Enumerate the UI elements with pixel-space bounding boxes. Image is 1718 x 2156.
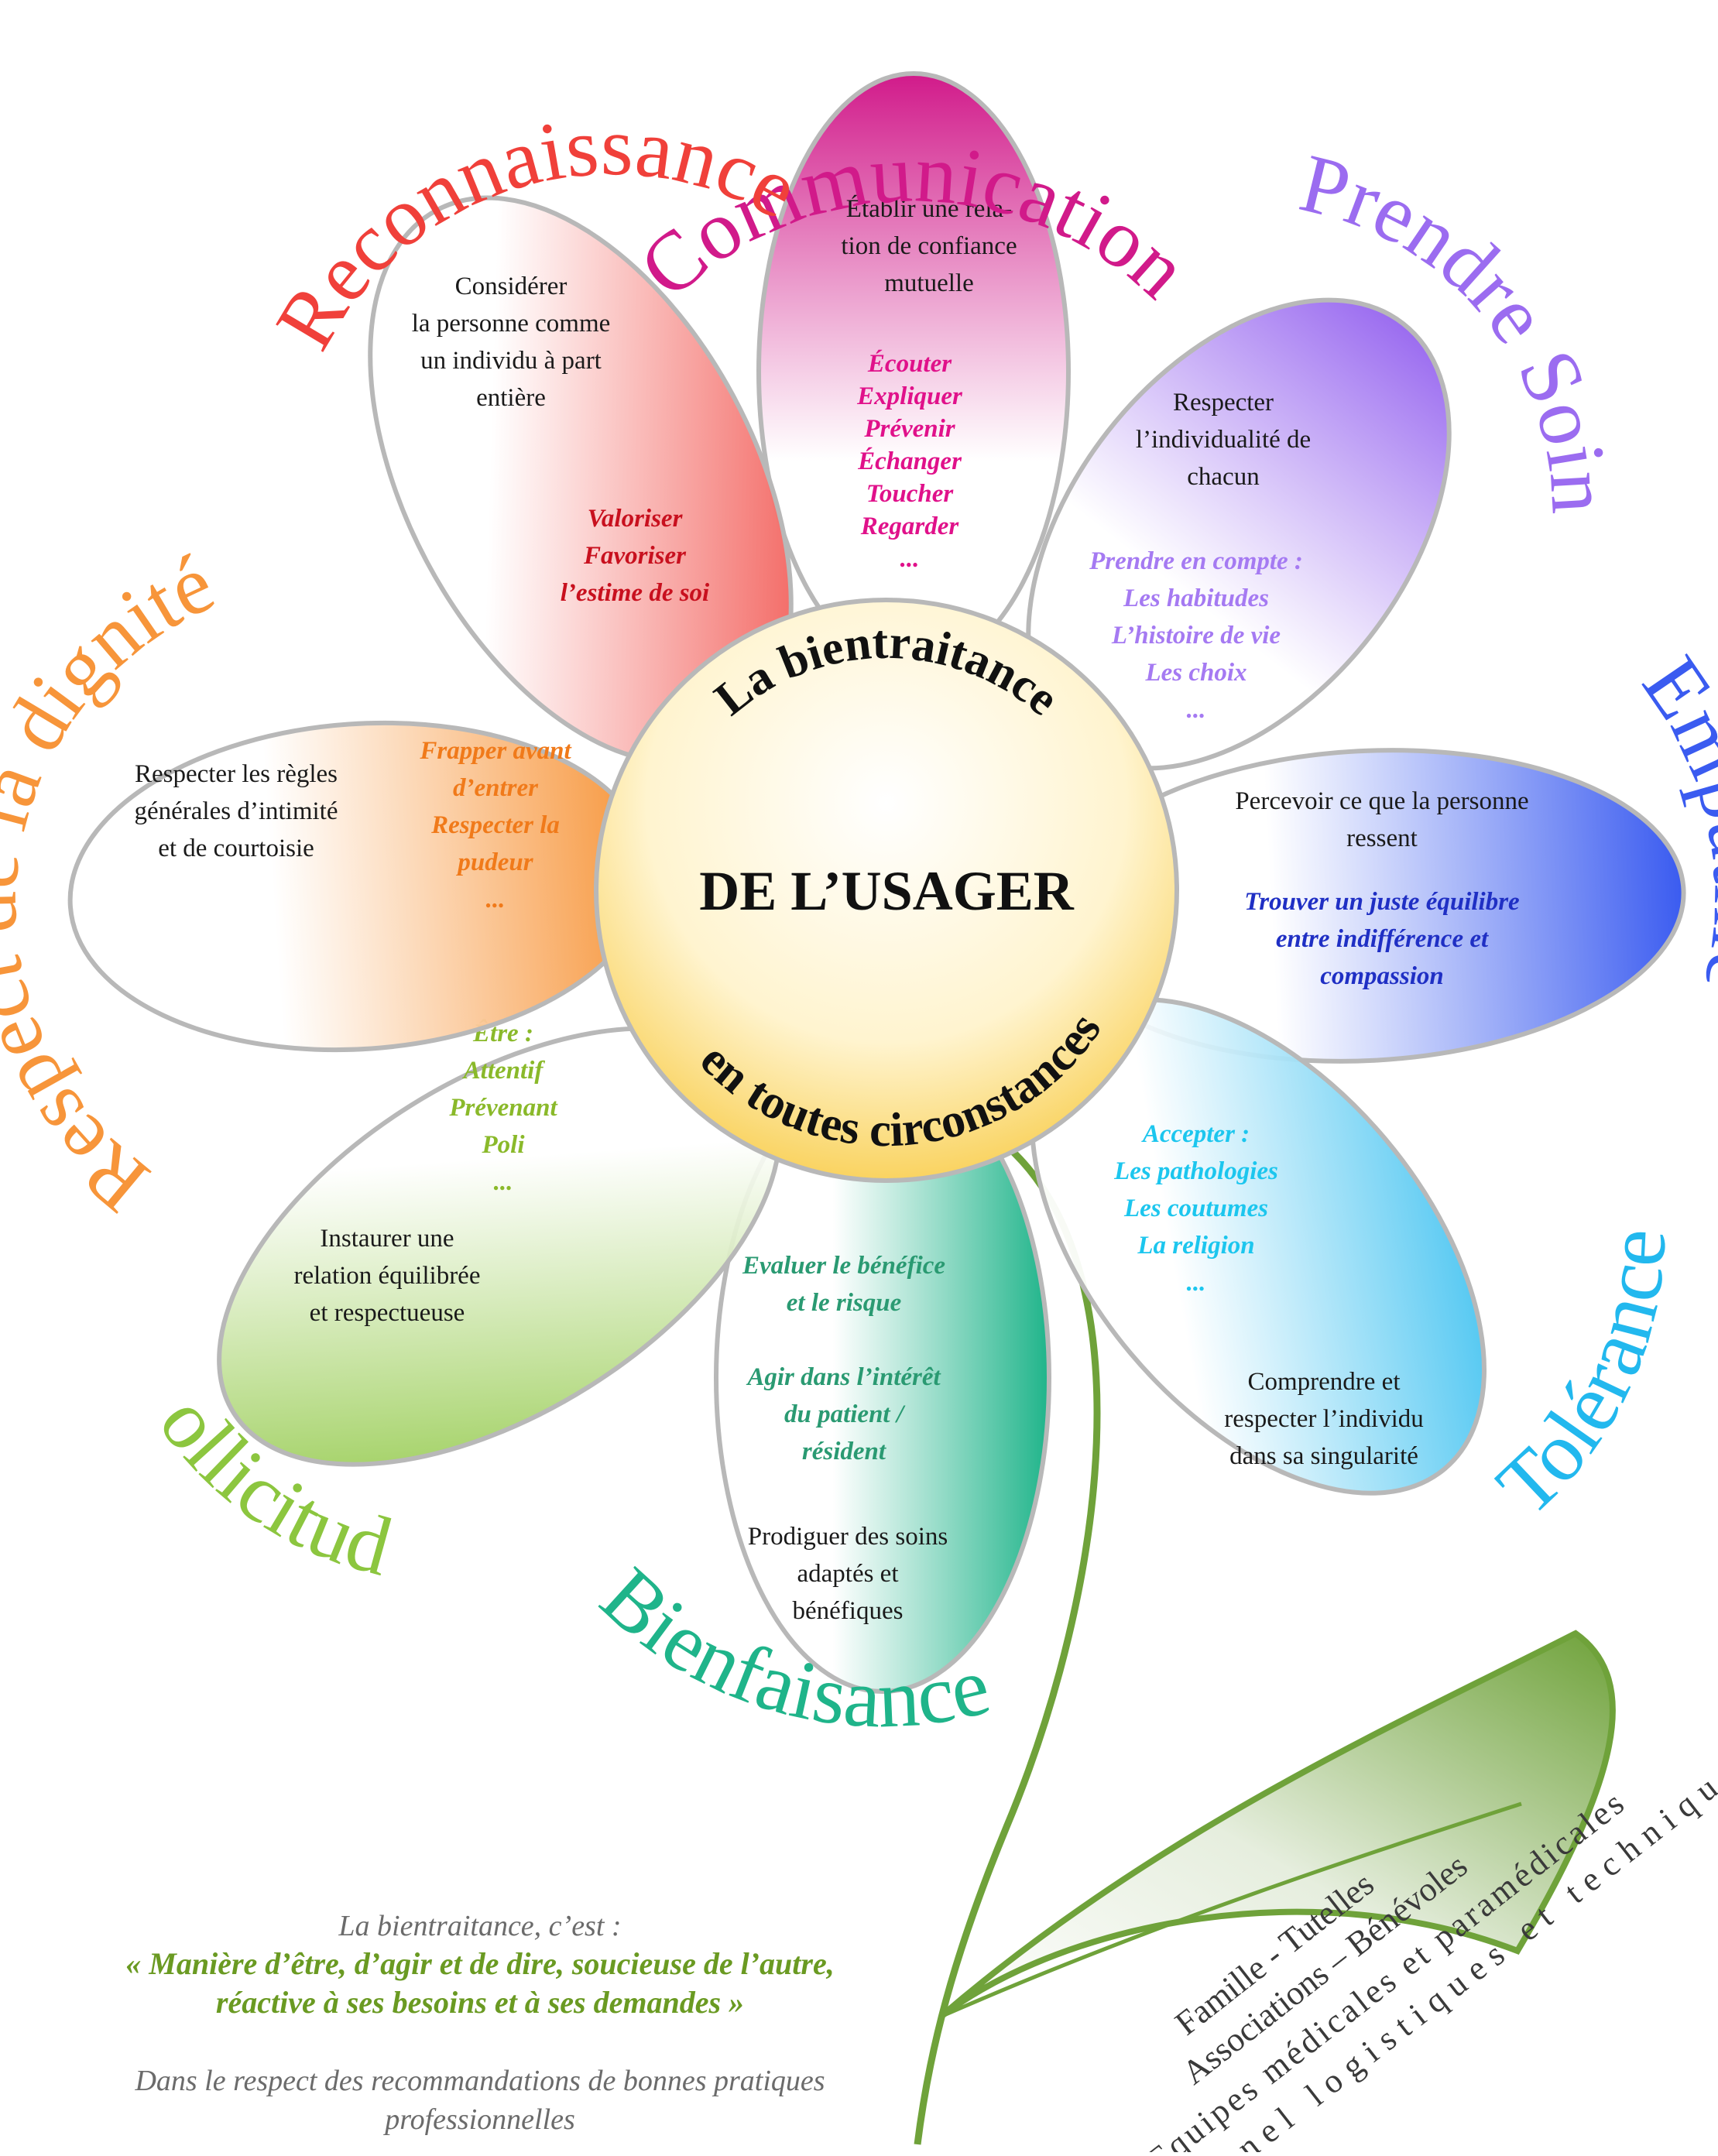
petal-action-line: ... [1187, 696, 1206, 724]
petal-statement-line: Prodiguer des soins [748, 1523, 948, 1551]
petal-action-line: Les coutumes [1123, 1195, 1268, 1222]
petal-statement-line: et de courtoisie [158, 835, 314, 862]
center-disk [594, 598, 1179, 1183]
leaf-shape [938, 1630, 1616, 2020]
petals: Établir une rela-tion de confiance mutuel… [67, 71, 1686, 1694]
petal-action-line: Frapper avant [419, 737, 571, 765]
center-main-title: DE L’USAGER [699, 860, 1074, 922]
petal-statement-line: Établir une rela- [846, 194, 1012, 223]
petal-sollicitude: Instaurer une relation équilibrée et respe… [217, 1018, 782, 1467]
footer-note-line-2: professionnelles [382, 2103, 575, 2136]
petal-action-line: Prévenir [863, 415, 955, 443]
petal-statement-line: Respecter [1173, 389, 1274, 416]
footer-note-line-1: Dans le respect des recommandations de b… [134, 2065, 825, 2097]
petal-statement-line: Percevoir ce que la personne [1235, 787, 1528, 815]
petal-tolerance: Comprendre et respecter l’individu dans sa… [1030, 997, 1487, 1496]
petal-statement-line: Comprendre et [1247, 1368, 1400, 1396]
petal-statement-line: ressent [1346, 824, 1418, 852]
petal-action-line: Accepter : [1141, 1120, 1250, 1148]
petal-action-line: ... [486, 886, 506, 913]
petal-bienfaisance: Prodiguer des soins adaptés et bénéfiques E… [714, 1062, 1051, 1694]
petal-action-line: La religion [1137, 1232, 1254, 1260]
petal-action-line: Les habitudes [1123, 584, 1269, 612]
petal-statement-line: adaptés et [797, 1560, 898, 1588]
petal-action-line: Poli [482, 1131, 526, 1159]
petal-action-line: d’entrer [453, 774, 539, 802]
petal-statement-line: relation équilibrée [294, 1262, 481, 1290]
petal-statement-line: dans sa singularité [1229, 1442, 1418, 1470]
petal-statement-line: chacun [1187, 463, 1259, 491]
petal-statement-line: et respectueuse [310, 1299, 465, 1327]
petal-action-line: Favoriser [583, 542, 687, 570]
petal-communication: Établir une rela-tion de confiance mutuel… [756, 71, 1071, 672]
petal-action-line: entre indifférence et [1276, 925, 1489, 953]
petal-empathie: Percevoir ce que la personne ressentTrouv… [1047, 748, 1686, 1064]
petal-statement-line: la personne comme [412, 310, 611, 338]
petal-action-line: Prévenant [448, 1094, 557, 1122]
petal-action-line: Toucher [866, 480, 955, 508]
petal-statement-line: Considérer [455, 272, 568, 300]
petal-action-line: résident [802, 1438, 886, 1465]
petal-statement-line: entière [476, 384, 546, 412]
petal-action-line: pudeur [455, 848, 533, 876]
petal-action-line: ... [494, 1168, 513, 1196]
petal-statement-line: Instaurer une [320, 1225, 454, 1253]
footer-quote-line-1: « Manière d’être, d’agir et de dire, sou… [125, 1946, 834, 1981]
petal-action-line: ... [900, 545, 920, 573]
petal-respect-dignite: Respecter les règles générales d’intimité… [67, 720, 653, 1053]
petal-action-line: et le risque [787, 1289, 901, 1317]
petal-action-line: l’estime de soi [561, 579, 710, 607]
petal-action-line: Valoriser [588, 505, 684, 533]
petal-prendre-soin: Respecter l’individualité de chacunPrendre… [1026, 297, 1452, 771]
petal-action-line: Evaluer le bénéfice [742, 1252, 945, 1280]
petal-action-line: Attentif [462, 1057, 546, 1085]
petal-action-line: compassion [1320, 962, 1444, 990]
petal-action-line: Expliquer [856, 382, 963, 410]
petal-statement-line: générales d’intimité [135, 797, 338, 825]
footer-quote-line-2: réactive à ses besoins et à ses demandes… [216, 1985, 744, 2020]
petal-statement-line: bénéfiques [793, 1597, 904, 1625]
petal-action-line: Les pathologies [1113, 1157, 1278, 1185]
footer-intro: La bientraitance, c’est : [338, 1910, 621, 1942]
petal-statement-line: l’individualité de [1136, 426, 1311, 454]
petal-action-line: Regarder [860, 512, 960, 540]
petal-statement-line: mutuelle [884, 269, 973, 297]
footer: La bientraitance, c’est : « Manière d’êt… [125, 1910, 834, 2136]
petal-action-line: Agir dans l’intérêt [746, 1363, 941, 1391]
petal-title-tolerance: Tolérance [1480, 1227, 1684, 1533]
petal-action-line: Échanger [857, 447, 962, 475]
leaf-vein [939, 1801, 1522, 2019]
petal-action-line: Écouter [867, 349, 952, 378]
petal-action-line: L’histoire de vie [1111, 622, 1281, 650]
petal-action-line: Prendre en compte : [1089, 547, 1303, 575]
petal-reconnaissance: Considérer la personne comme un individu à… [368, 195, 794, 765]
petal-statement-line: Respecter les règles [135, 760, 338, 788]
petal-action-line: du patient / [784, 1400, 906, 1428]
petal-statement-line: un individu à part [420, 347, 602, 375]
petal-action-line: Trouver un juste équilibre [1244, 888, 1519, 916]
petal-action-line: ... [1187, 1269, 1206, 1297]
petal-statement-line: tion de confiance [841, 232, 1017, 260]
petal-statement-line: respecter l’individu [1224, 1405, 1424, 1433]
petal-action-line: Respecter la [430, 811, 560, 839]
petal-action-line: Les choix [1144, 659, 1246, 687]
